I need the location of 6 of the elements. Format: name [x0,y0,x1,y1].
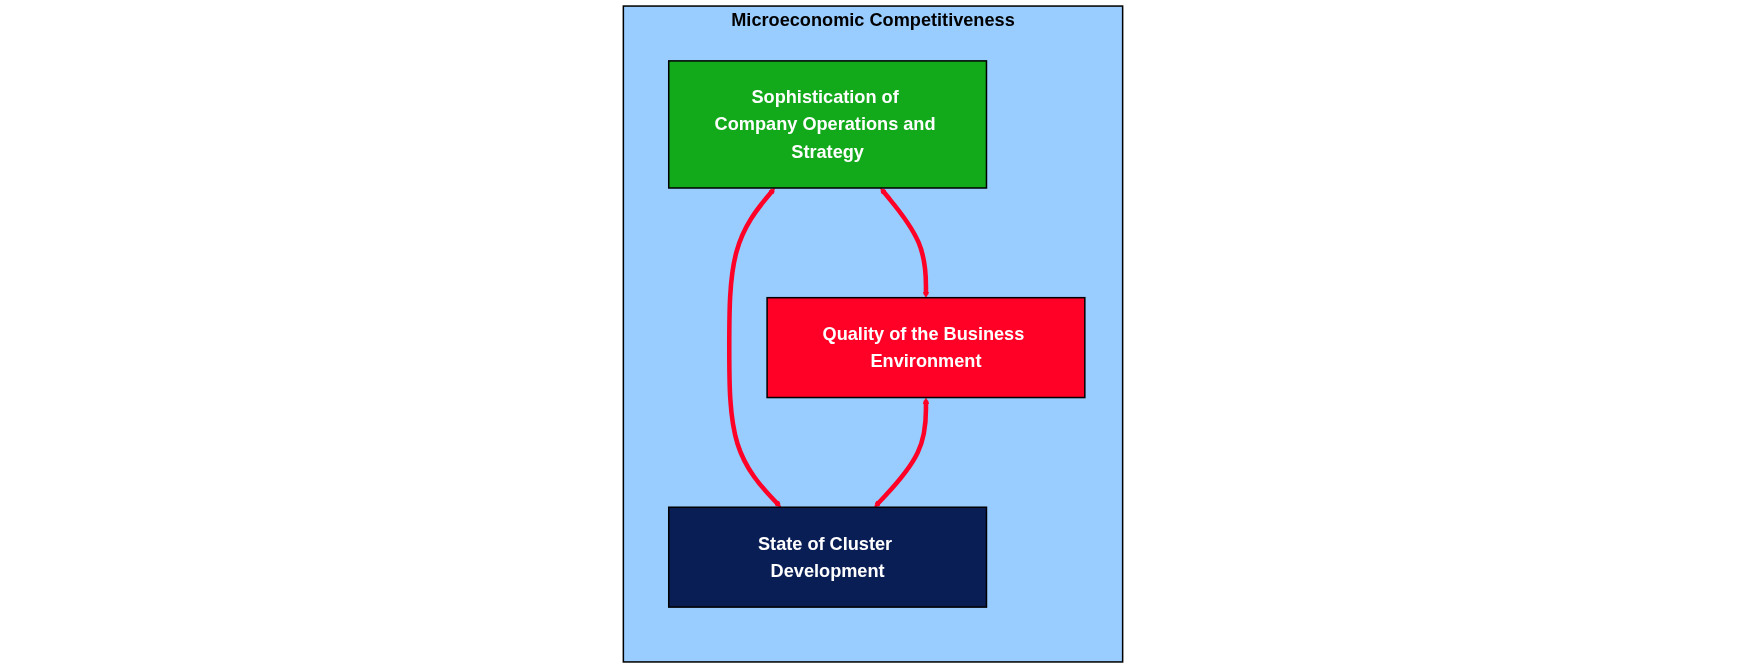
arrow [873,397,929,508]
arrow [879,187,929,298]
node-box: Sophistication of Company Operations and Strategy [667,60,987,189]
node-box: State of Cluster Development [667,506,987,608]
node-box: Quality of the Business Environment [765,296,1086,399]
arrow [726,187,781,508]
